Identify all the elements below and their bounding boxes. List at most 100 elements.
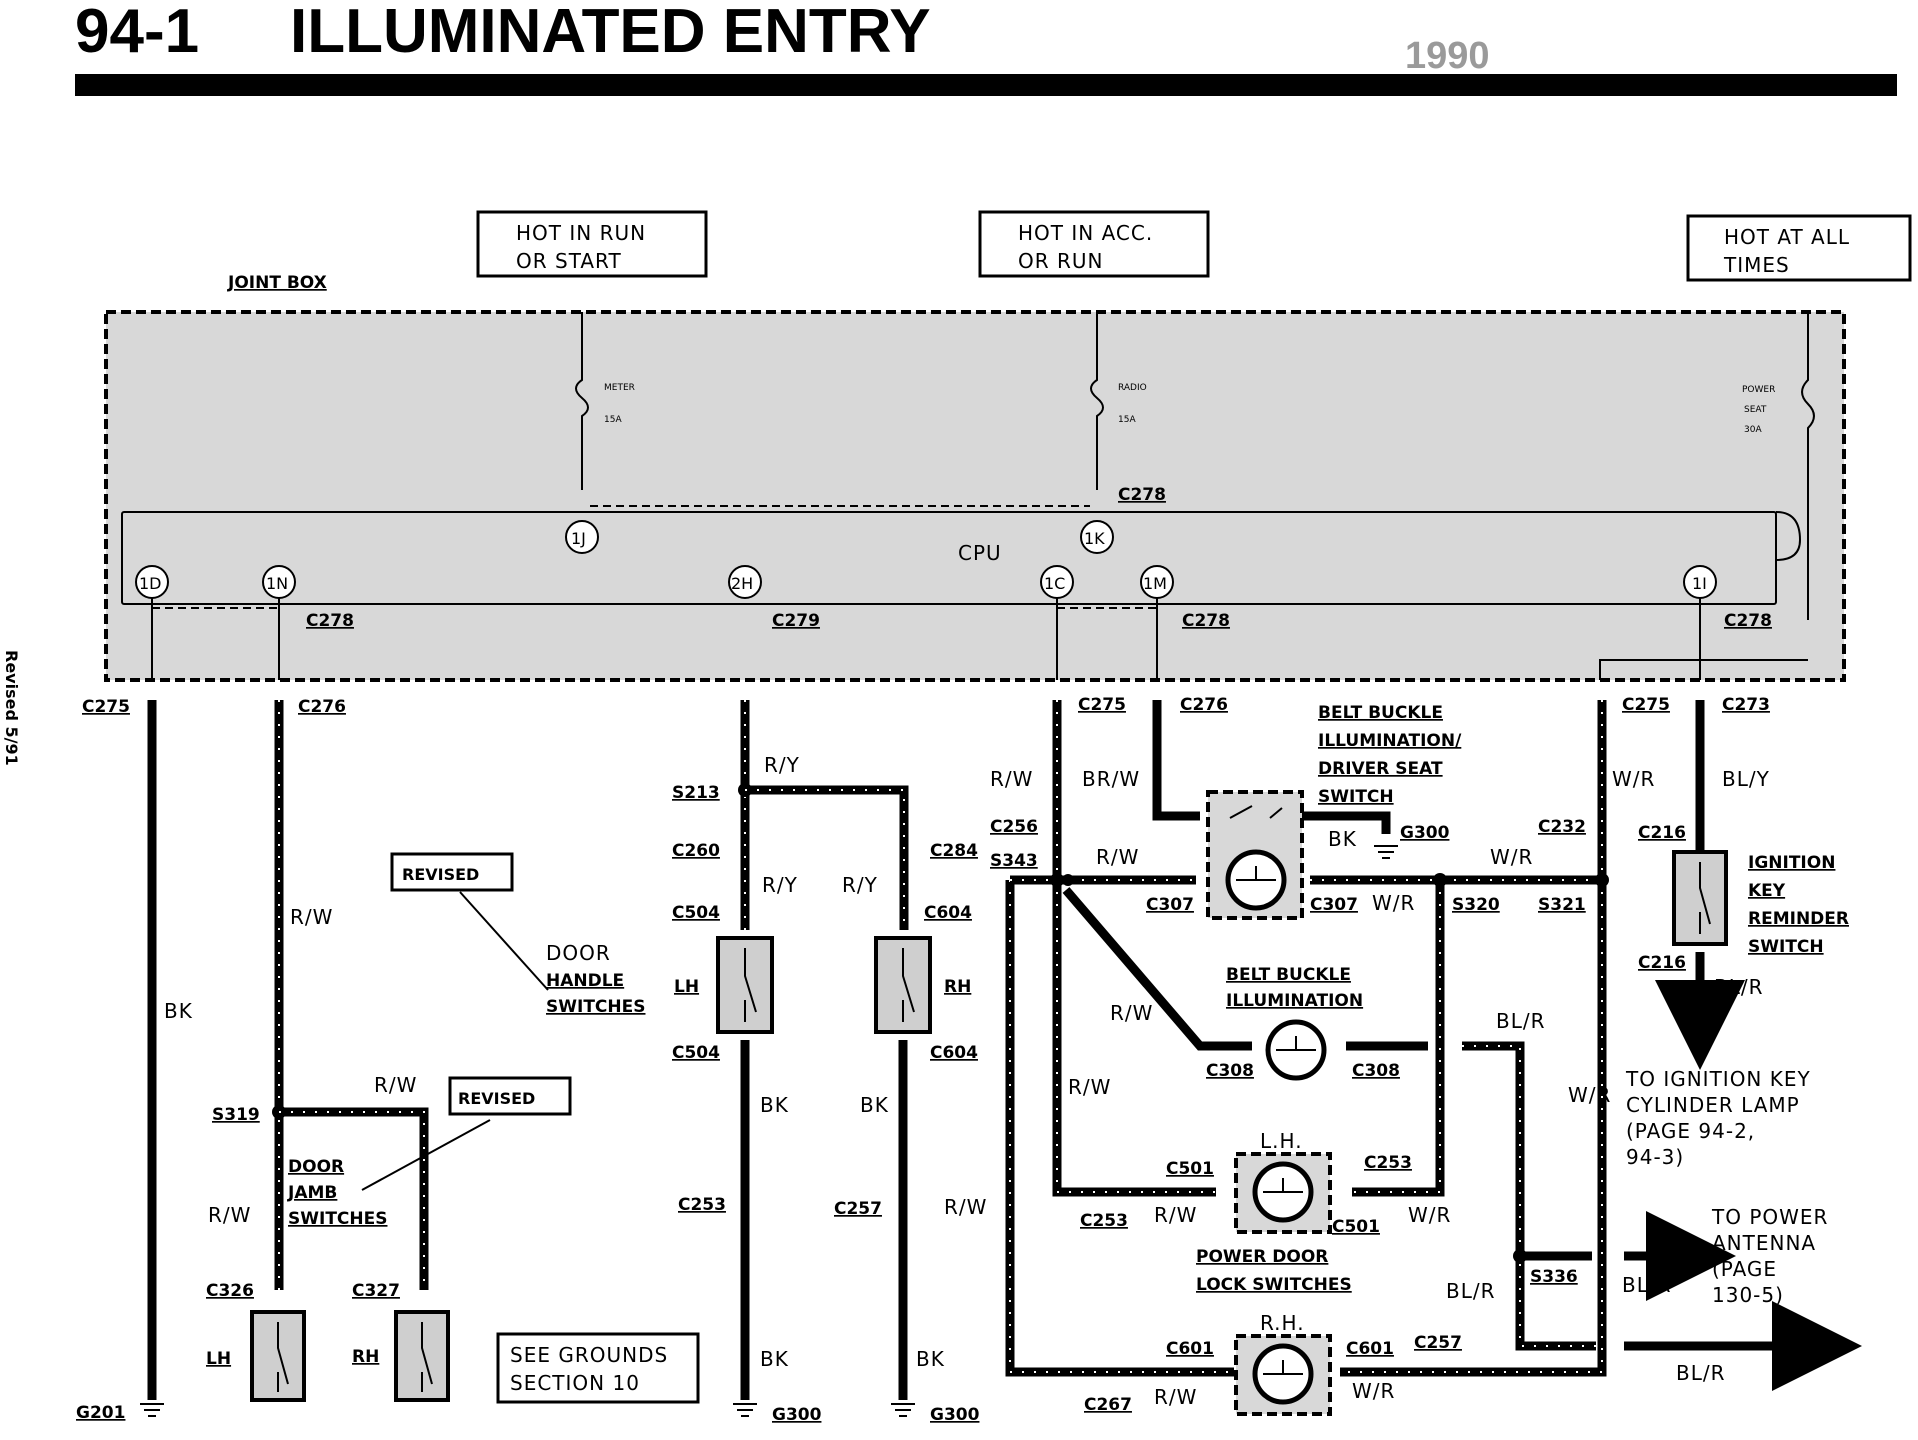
svg-text:130-5): 130-5) [1712, 1283, 1784, 1307]
connector-c278-b: C278 [1182, 611, 1230, 631]
svg-text:1K: 1K [1084, 529, 1105, 548]
svg-text:POWER DOOR: POWER DOOR [1196, 1247, 1328, 1267]
wire-label-rw-3: R/W [208, 1203, 251, 1227]
wire-label-rw-2: R/W [374, 1073, 417, 1097]
connector-c601-b: C601 [1346, 1339, 1394, 1359]
wire-rw-belt-illum [1062, 887, 1252, 1051]
svg-text:REMINDER: REMINDER [1748, 909, 1849, 929]
connector-c216-b: C216 [1638, 953, 1686, 973]
svg-text:1I: 1I [1692, 574, 1707, 593]
connector-c278-a: C278 [306, 611, 354, 631]
wire-label-blr-3: BL/R [1622, 1273, 1672, 1297]
svg-text:TO POWER: TO POWER [1711, 1205, 1828, 1229]
connector-c232: C232 [1538, 817, 1586, 837]
connector-c275-a: C275 [82, 697, 130, 717]
ignition-key-switch-label: IGNITION KEY REMINDER SWITCH [1748, 853, 1849, 957]
splice-s320: S320 [1452, 895, 1500, 915]
svg-text:HOT IN ACC.: HOT IN ACC. [1018, 221, 1153, 245]
svg-text:HOT AT ALL: HOT AT ALL [1724, 225, 1850, 249]
wire-label-blr-5: BL/R [1714, 975, 1764, 999]
connector-c279: C279 [772, 611, 820, 631]
splice-s336: S336 [1530, 1267, 1578, 1287]
connector-c278-top: C278 [1118, 485, 1166, 505]
wire-label-ry-1: R/Y [764, 753, 800, 777]
connector-c307-a: C307 [1146, 895, 1194, 915]
wire-label-bk-1: BK [164, 999, 193, 1023]
door-jamb-label: DOOR JAMB SWITCHES [287, 1157, 387, 1229]
revised-stamp-1: REVISED [390, 852, 514, 892]
wire-wr-lh-door-lock [1352, 880, 1445, 1197]
connector-c216-a: C216 [1638, 823, 1686, 843]
wire-label-blr-1: BL/R [1496, 1009, 1546, 1033]
cpu-pin-1k: 1K [1080, 520, 1114, 554]
splice-s343: S343 [990, 851, 1038, 871]
wire-label-wr-3: W/R [1372, 891, 1415, 915]
svg-text:2H: 2H [731, 574, 753, 593]
connector-c253-b: C253 [1080, 1211, 1128, 1231]
splice-s321: S321 [1538, 895, 1586, 915]
wire-label-rw-9: R/W [1154, 1203, 1197, 1227]
fuse-power-seat: POWER SEAT 30A [1742, 312, 1815, 620]
svg-text:(PAGE: (PAGE [1712, 1257, 1777, 1281]
wire-label-wr-4: W/R [1568, 1083, 1611, 1107]
splice-s319: S319 [212, 1105, 260, 1125]
svg-text:IGNITION: IGNITION [1748, 853, 1835, 873]
wire-label-wr-6: W/R [1352, 1379, 1395, 1403]
svg-text:1M: 1M [1143, 574, 1167, 593]
door-jamb-switch-lh [250, 1310, 306, 1402]
connector-c278-c: C278 [1724, 611, 1772, 631]
svg-text:REVISED: REVISED [458, 1089, 535, 1108]
svg-text:METER: METER [604, 383, 635, 393]
door-jamb-switch-rh [394, 1310, 450, 1402]
svg-text:SWITCHES: SWITCHES [546, 997, 645, 1017]
door-handle-lh-label: LH [674, 977, 699, 997]
ground-g300-symbols [733, 1403, 915, 1417]
svg-text:BELT BUCKLE: BELT BUCKLE [1318, 703, 1443, 723]
wire-label-rw-7: R/W [1068, 1075, 1111, 1099]
fuse-meter: METER 15A [575, 312, 635, 490]
wire-label-bk-2: BK [760, 1093, 789, 1117]
wire-label-wr-5: W/R [1408, 1203, 1451, 1227]
wire-label-rw-4: R/W [990, 767, 1033, 791]
connector-c276-a: C276 [298, 697, 346, 717]
cpu-pin-1j: 1J [565, 520, 599, 554]
connector-c604-a: C604 [924, 903, 972, 923]
svg-text:OR START: OR START [516, 249, 622, 273]
cpu-pin-1d: 1D [135, 565, 169, 599]
connector-c504-a: C504 [672, 903, 720, 923]
belt-buckle-switch [1206, 790, 1391, 920]
svg-text:1N: 1N [266, 574, 288, 593]
cpu-pin-1c: 1C [1040, 565, 1074, 599]
connector-c257-b: C257 [1414, 1333, 1462, 1353]
connector-c601-a: C601 [1166, 1339, 1214, 1359]
svg-text:KEY: KEY [1748, 881, 1786, 901]
wire-label-bk-3: BK [860, 1093, 889, 1117]
wire-label-blr-2: BL/R [1446, 1279, 1496, 1303]
connector-c257-a: C257 [834, 1199, 882, 1219]
wire-label-bk-6: BK [1328, 827, 1357, 851]
revised-stamp-2: REVISED [448, 1076, 572, 1116]
power-door-lock-label: POWER DOOR LOCK SWITCHES [1196, 1247, 1352, 1295]
svg-text:LOCK SWITCHES: LOCK SWITCHES [1196, 1275, 1352, 1295]
wire-ry-rh-handle [745, 785, 909, 930]
joint-box [104, 310, 1846, 682]
connector-c256: C256 [990, 817, 1038, 837]
svg-text:SWITCHES: SWITCHES [288, 1209, 387, 1229]
power-door-lock-lh [1234, 1152, 1332, 1234]
svg-text:TIMES: TIMES [1723, 253, 1790, 277]
power-door-lock-lh-label: L.H. [1260, 1129, 1303, 1153]
connector-c267: C267 [1084, 1395, 1132, 1415]
wire-label-bk-4: BK [760, 1347, 789, 1371]
door-jamb-rh-label: RH [352, 1347, 379, 1367]
svg-text:HANDLE: HANDLE [546, 971, 624, 991]
section-number: 94-1 [75, 0, 199, 66]
connector-c273: C273 [1722, 695, 1770, 715]
connector-c253-a: C253 [678, 1195, 726, 1215]
svg-text:94-3): 94-3) [1626, 1145, 1684, 1169]
svg-text:DOOR: DOOR [546, 941, 611, 965]
door-jamb-lh-label: LH [206, 1349, 231, 1369]
note-power-antenna: TO POWER ANTENNA (PAGE 130-5) [1711, 1205, 1828, 1307]
wire-label-wr-2: W/R [1490, 845, 1533, 869]
cpu-module [121, 511, 1777, 605]
svg-text:15A: 15A [604, 415, 622, 425]
